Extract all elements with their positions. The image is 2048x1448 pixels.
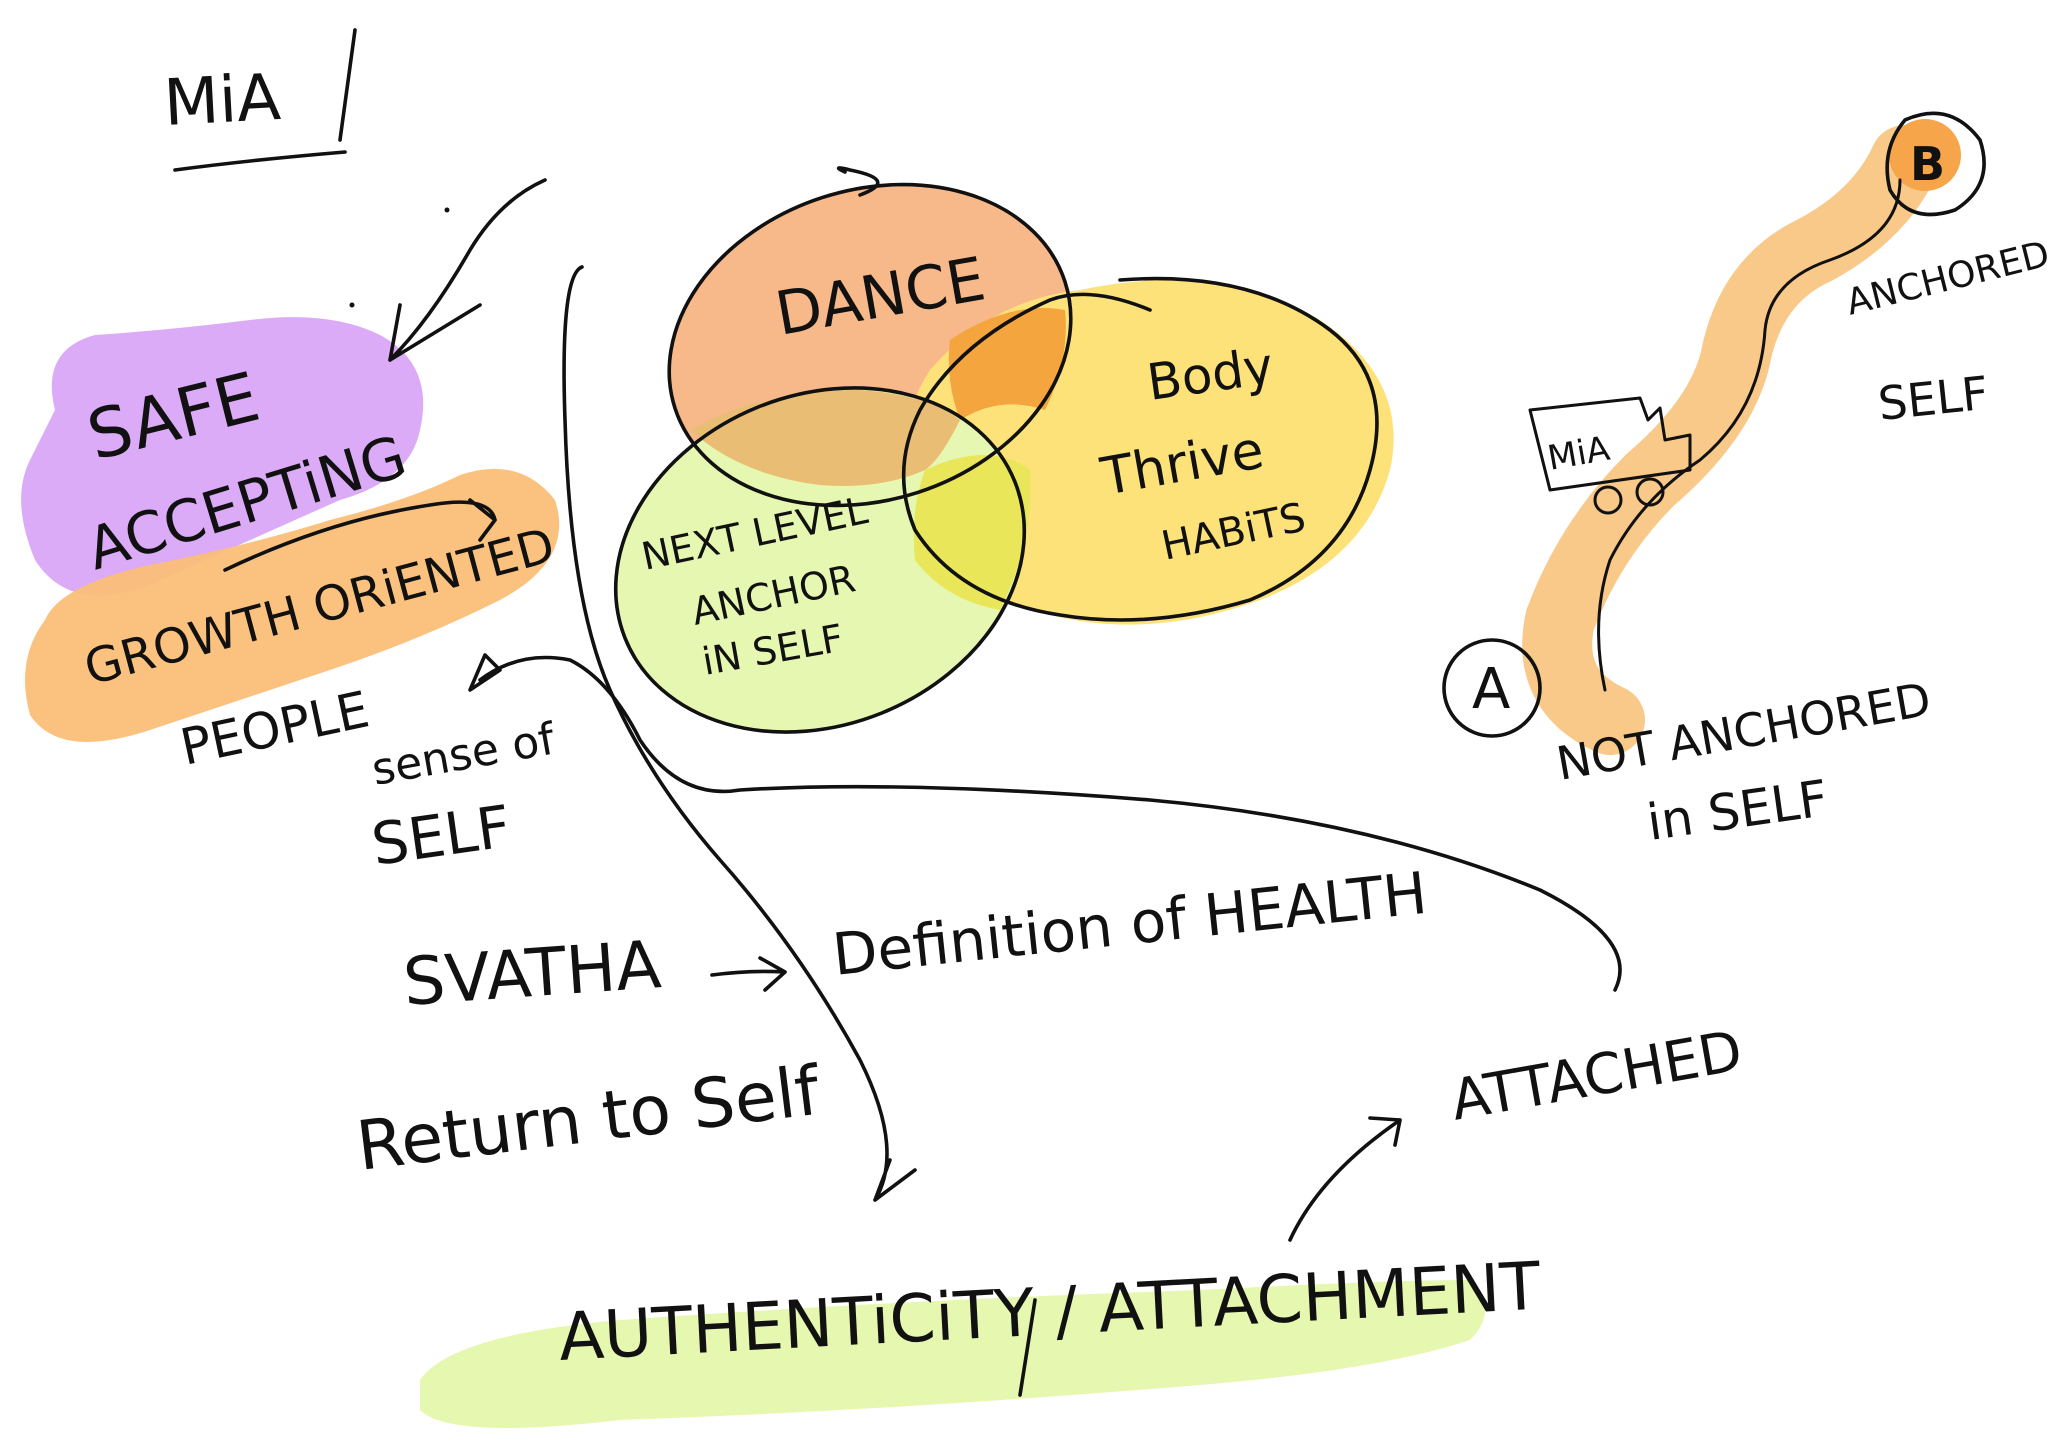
bottom-slash (1018, 1298, 1037, 1397)
definition-text: Definition of HEALTH (829, 859, 1430, 989)
self-right-text: SELF (1876, 366, 1991, 431)
arrow-right-icon (710, 956, 787, 992)
purple-highlight (21, 317, 424, 596)
winding-path-line (1597, 178, 1902, 692)
self-left-text: SELF (367, 792, 514, 879)
arrow-right-curve-icon (223, 498, 497, 572)
ink-dot (444, 207, 450, 213)
body-circle (901, 276, 1379, 622)
next-level-circle (613, 386, 1027, 734)
car-icon (1528, 396, 1692, 515)
arrow-down-left-icon (388, 178, 547, 362)
ink-layer (173, 28, 1986, 1397)
b-marker-text: B (1910, 137, 1945, 191)
a-marker-text: A (1472, 657, 1510, 722)
in-self-right-text: in SELF (1644, 769, 1832, 852)
title-text: MiA (162, 61, 283, 141)
overlap-dance-next (690, 390, 960, 486)
next-level-fill (615, 387, 1025, 733)
dance-circle (667, 182, 1073, 508)
sense-of-text: sense of (368, 713, 560, 795)
orange-highlight (25, 468, 560, 742)
sense-arrow-head (468, 653, 502, 692)
a-circle-outline (1442, 638, 1542, 738)
arrow-down-curve-icon (562, 265, 917, 1202)
attached-loop-line (478, 655, 1622, 992)
b-circle-fill (1889, 119, 1961, 191)
svatha-text: SVATHA (401, 926, 664, 1021)
arrow-up-right-icon (1288, 1116, 1402, 1242)
ink-dot (349, 302, 355, 308)
overlap-body-next (913, 455, 1031, 610)
dance-circle-tail (836, 166, 880, 197)
title-bracket-icon (173, 28, 357, 172)
path-highlight (1522, 125, 1940, 755)
b-circle-outline (1885, 111, 1986, 217)
bottom-highlight (420, 1280, 1485, 1428)
mia-car-text: MiA (1545, 429, 1613, 479)
overlap-dance-body (948, 308, 1066, 420)
highlight-layer (21, 119, 1961, 1428)
attached-text: ATTACHED (1446, 1019, 1747, 1134)
return-to-self-text: Return to Self (352, 1052, 825, 1187)
